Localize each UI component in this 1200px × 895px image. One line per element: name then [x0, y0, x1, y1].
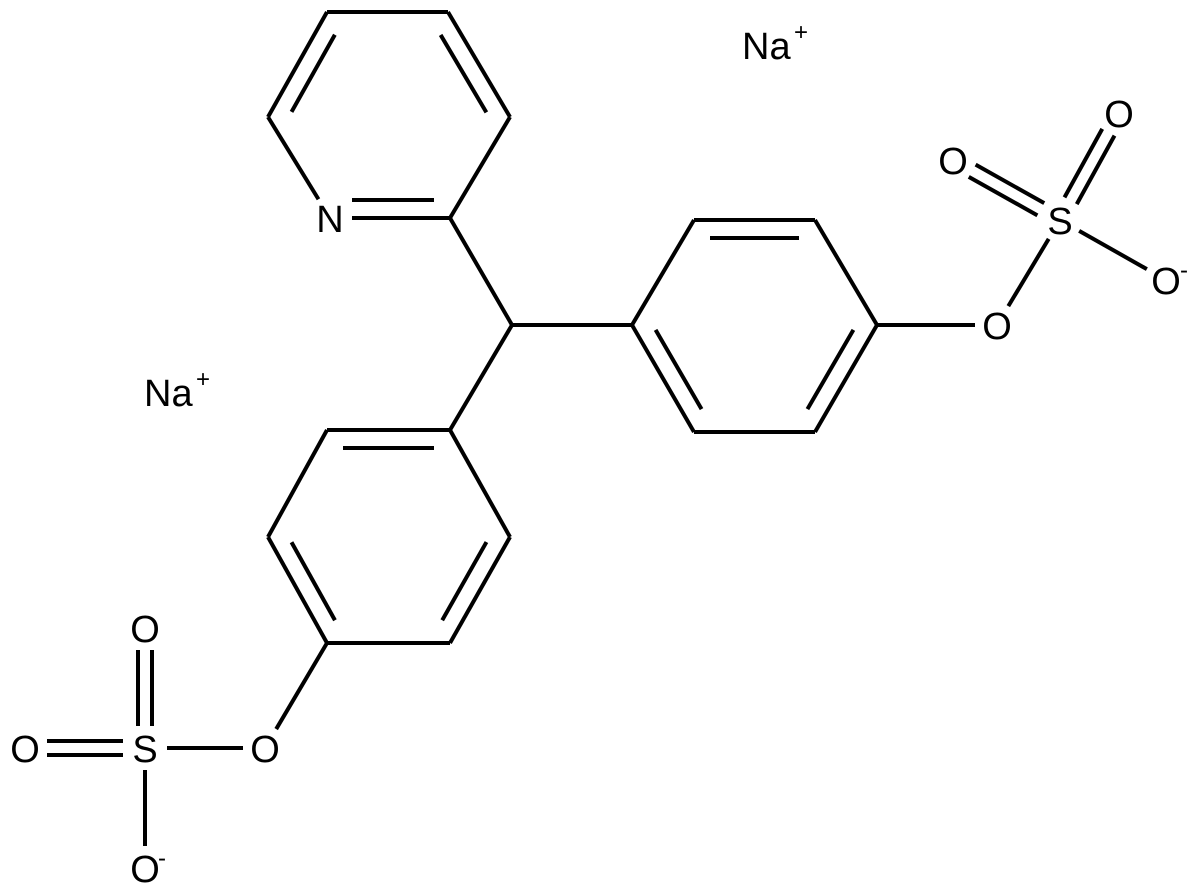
- atom-o: O: [10, 729, 40, 771]
- ring-inner-bond: [438, 33, 489, 114]
- atom-o: O: [130, 609, 160, 651]
- single-bond: [448, 429, 512, 538]
- sodium-ion-left: Na +: [144, 366, 210, 415]
- ring-bond: [266, 11, 329, 118]
- atom-o: O: [1151, 261, 1181, 303]
- atom-o: O: [938, 141, 968, 183]
- single-bond: [1006, 237, 1051, 308]
- double-bond: [1062, 127, 1104, 199]
- double-bond: [974, 162, 1046, 205]
- atom-o: O: [1104, 94, 1134, 136]
- ring-inner-bond: [289, 541, 337, 622]
- bonds: [47, 10, 1148, 846]
- atom-n: N: [316, 199, 343, 241]
- charge-minus: -: [1180, 257, 1188, 284]
- ring-bond: [266, 536, 329, 644]
- double-bond: [1075, 134, 1117, 206]
- atom-labels: N Na + Na + O S O O O - O S O O O -: [10, 19, 1188, 891]
- atom-o: O: [130, 849, 160, 891]
- ring-bond: [813, 323, 879, 434]
- charge-plus: +: [196, 366, 210, 393]
- single-bond: [266, 429, 329, 538]
- single-bond: [448, 216, 514, 327]
- single-bond: [266, 115, 321, 201]
- atom-o-minus: O -: [1151, 257, 1188, 303]
- sodium-ion-top: Na +: [742, 19, 808, 68]
- ring-inner-bond: [440, 541, 489, 622]
- atom-o: O: [250, 729, 280, 771]
- single-bond: [448, 115, 512, 220]
- double-bond: [967, 175, 1039, 218]
- ring-bond: [630, 323, 696, 434]
- ring-bond: [448, 536, 512, 644]
- single-bond: [813, 218, 879, 327]
- charge-minus: -: [158, 845, 166, 872]
- atom-o-minus: O -: [130, 845, 166, 891]
- ring-inner-bond: [653, 328, 704, 411]
- single-bond: [448, 323, 514, 432]
- ring-bond: [446, 10, 512, 119]
- single-bond: [1078, 229, 1148, 271]
- ring-inner-bond: [805, 328, 856, 411]
- atom-s: S: [1047, 201, 1072, 243]
- charge-plus: +: [794, 19, 808, 46]
- atom-o: O: [982, 306, 1012, 348]
- ring-inner-bond: [289, 33, 337, 113]
- na-label: Na: [742, 26, 791, 68]
- single-bond: [274, 641, 329, 731]
- single-bond: [630, 218, 696, 327]
- na-label: Na: [144, 373, 193, 415]
- atom-s: S: [132, 729, 157, 771]
